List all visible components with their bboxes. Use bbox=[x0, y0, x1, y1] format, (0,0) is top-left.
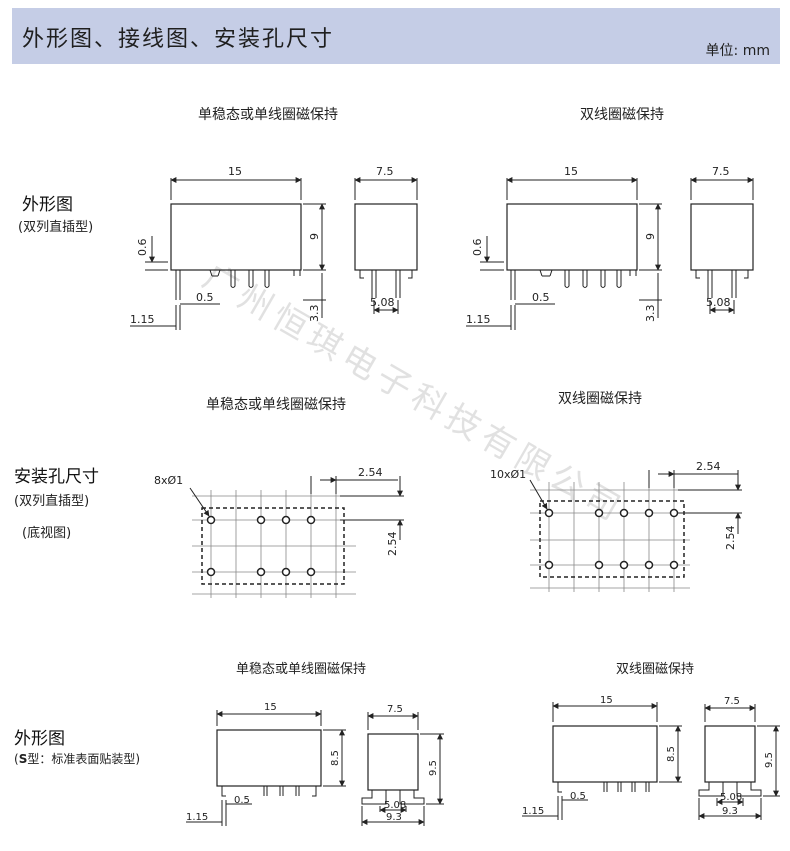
s3-side-title: 外形图 bbox=[14, 729, 65, 749]
s1r-dim-pinw: 0.5 bbox=[532, 291, 550, 304]
s3-right-end-view bbox=[698, 704, 780, 820]
s1r-dim-standoff: 0.6 bbox=[471, 239, 484, 257]
s1-left-caption: 单稳态或单线圈磁保持 bbox=[198, 107, 338, 123]
s3l-dim-length: 15 bbox=[264, 702, 277, 713]
s3-left-side-view bbox=[186, 710, 346, 826]
page-header: 外形图、接线图、安装孔尺寸 单位: mm bbox=[12, 8, 780, 64]
s2l-pitch-h: 2.54 bbox=[358, 466, 383, 479]
s3-right-side-view bbox=[522, 702, 682, 820]
s1r-dim-length: 15 bbox=[564, 165, 578, 178]
s1r-dim-height: 9 bbox=[644, 233, 657, 240]
s3r-dim-pinoff: 1.15 bbox=[522, 806, 544, 817]
s1r-dim-pitch: 5.08 bbox=[706, 296, 731, 309]
s2-side-title: 安装孔尺寸 bbox=[14, 467, 99, 487]
s1r-dim-width: 7.5 bbox=[712, 165, 730, 178]
s1l-dim-height: 9 bbox=[308, 233, 321, 240]
s3-side-sub: (S型：标准表面贴装型) bbox=[14, 752, 141, 766]
s2-side-sub1: (双列直插型) bbox=[14, 494, 90, 509]
s2-right-hole-grid bbox=[530, 482, 690, 592]
s1-right-side-view bbox=[466, 177, 662, 330]
s2r-hole-count: 10xØ1 bbox=[490, 468, 526, 481]
s3r-dim-foot: 9.3 bbox=[722, 806, 738, 817]
s1l-dim-standoff: 0.6 bbox=[136, 239, 149, 257]
s1l-dim-pinoff: 1.15 bbox=[130, 313, 155, 326]
page-title: 外形图、接线图、安装孔尺寸 bbox=[22, 27, 335, 52]
s3r-dim-pitch: 5.08 bbox=[720, 792, 742, 803]
s3r-dim-height2: 9.5 bbox=[764, 752, 775, 768]
s3r-dim-height: 8.5 bbox=[666, 746, 677, 762]
s3l-dim-pinw: 0.5 bbox=[234, 795, 250, 806]
s1-left-side-view bbox=[130, 177, 326, 330]
s3l-dim-width: 7.5 bbox=[387, 704, 403, 715]
s2-side-sub2: (底视图) bbox=[22, 526, 72, 541]
s2-right-caption: 双线圈磁保持 bbox=[558, 391, 642, 407]
s1-right-caption: 双线圈磁保持 bbox=[580, 107, 664, 123]
s2r-pitch-v: 2.54 bbox=[724, 526, 737, 551]
s1-right-end-view bbox=[690, 177, 754, 314]
s1l-dim-width: 7.5 bbox=[376, 165, 394, 178]
s1l-dim-pitch: 5.08 bbox=[370, 296, 395, 309]
s3l-dim-foot: 9.3 bbox=[386, 812, 402, 823]
s2r-pitch-h: 2.54 bbox=[696, 460, 721, 473]
s2l-pitch-v: 2.54 bbox=[386, 532, 399, 557]
s3r-dim-width: 7.5 bbox=[724, 696, 740, 707]
s3l-dim-height: 8.5 bbox=[330, 750, 341, 766]
s3r-dim-pinw: 0.5 bbox=[570, 791, 586, 802]
s1-side-title: 外形图 bbox=[22, 195, 73, 215]
s3-left-end-view bbox=[361, 712, 444, 826]
s1r-dim-pinoff: 1.15 bbox=[466, 313, 491, 326]
unit-label: 单位: mm bbox=[705, 43, 770, 59]
s3-left-caption: 单稳态或单线圈磁保持 bbox=[236, 662, 367, 677]
s1l-dim-pinlen: 3.3 bbox=[308, 305, 321, 323]
s1-left-end-view bbox=[354, 177, 418, 314]
s1r-dim-pinlen: 3.3 bbox=[644, 305, 657, 323]
s3l-dim-pinoff: 1.15 bbox=[186, 812, 208, 823]
s1l-dim-pinw: 0.5 bbox=[196, 291, 214, 304]
s3-right-caption: 双线圈磁保持 bbox=[616, 662, 695, 677]
s3l-dim-pitch: 5.08 bbox=[384, 800, 406, 811]
s2-left-caption: 单稳态或单线圈磁保持 bbox=[206, 397, 346, 413]
s1l-dim-length: 15 bbox=[228, 165, 242, 178]
s2-left-hole-grid bbox=[192, 490, 356, 598]
s3l-dim-height2: 9.5 bbox=[428, 760, 439, 776]
s1-side-sub: (双列直插型) bbox=[18, 220, 94, 235]
s3r-dim-length: 15 bbox=[600, 695, 613, 706]
s2l-hole-count: 8xØ1 bbox=[154, 474, 183, 487]
